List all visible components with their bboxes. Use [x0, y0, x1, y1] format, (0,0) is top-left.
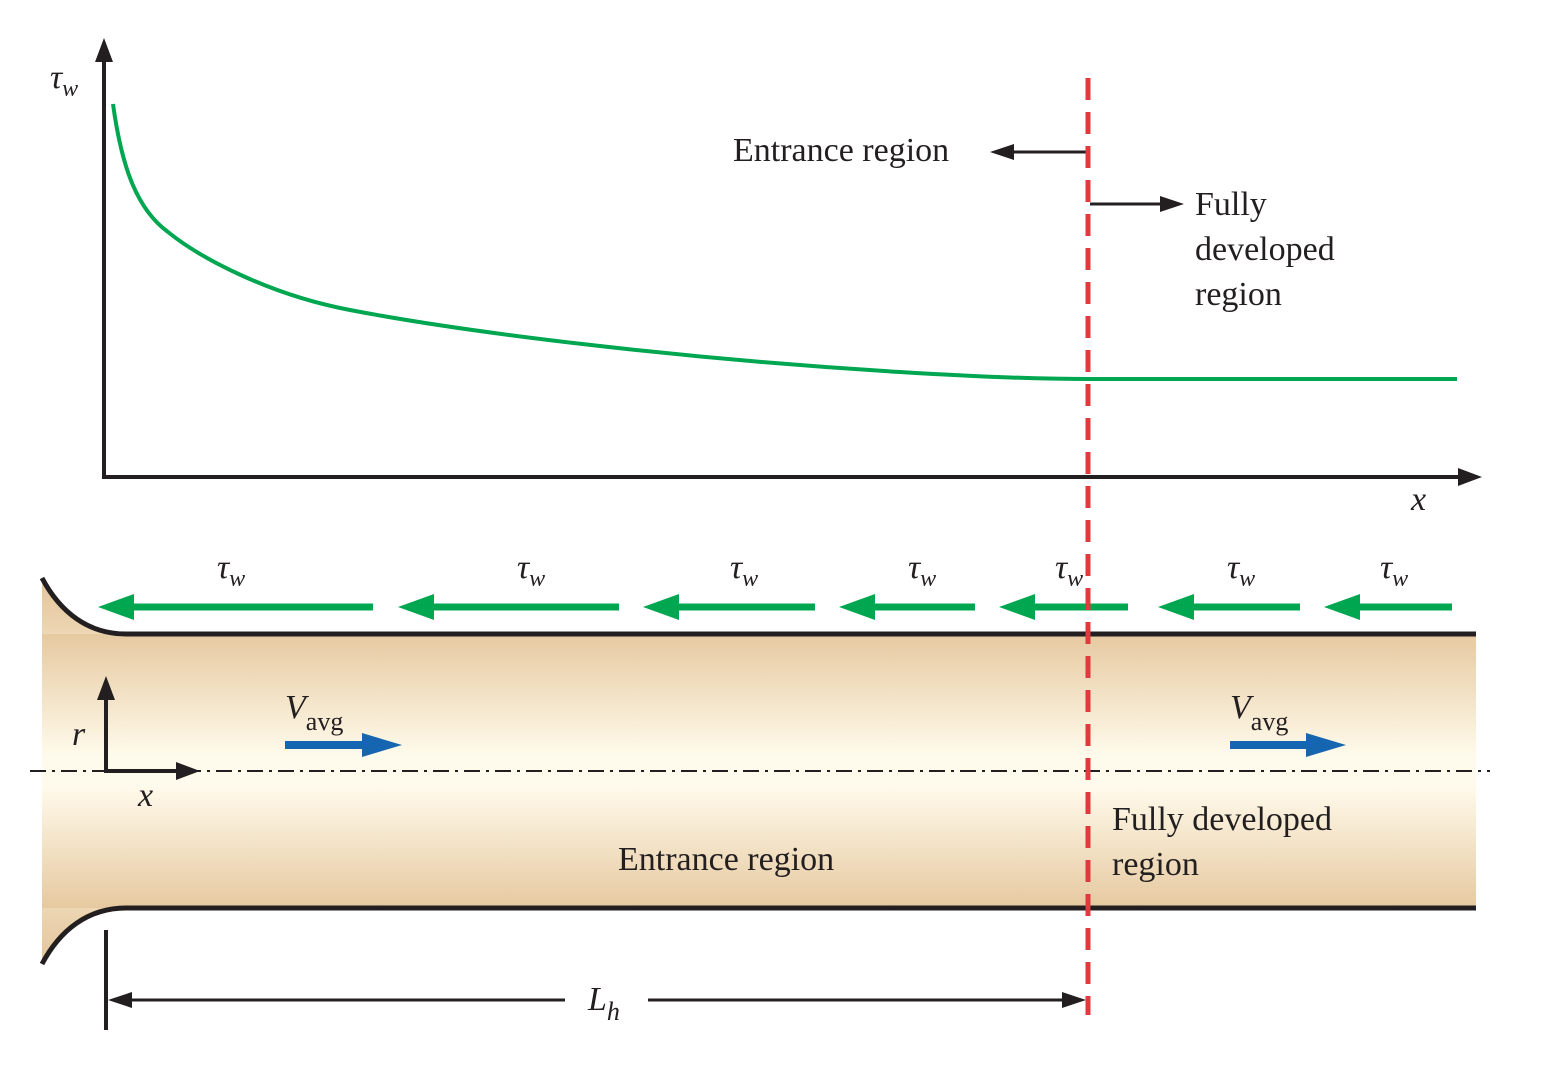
- wall-shear-arrows: [98, 594, 1452, 620]
- x-coord-arrowhead: [176, 762, 200, 780]
- wall-shear-plot: τw x Entrance region Fully developed reg…: [50, 38, 1482, 518]
- velocity-arrowhead-developed: [1306, 733, 1346, 757]
- wall-shear-arrowhead: [643, 594, 679, 620]
- wall-shear-arrowhead: [1158, 594, 1194, 620]
- wall-shear-labels: τw τw τw τw τw τw τw: [217, 549, 1408, 592]
- y-axis-arrowhead: [95, 38, 113, 62]
- entrance-region-label-pipe: Entrance region: [618, 841, 834, 878]
- wall-shear-label: τw: [908, 549, 936, 592]
- coordinate-axes: r x: [72, 676, 200, 814]
- r-axis-arrowhead: [97, 676, 115, 700]
- wall-shear-label: τw: [217, 549, 245, 592]
- entrance-region-label-top: Entrance region: [733, 132, 949, 169]
- pipe: [30, 576, 1490, 966]
- r-coordinate-label: r: [72, 716, 86, 753]
- wall-shear-label: τw: [1055, 549, 1083, 592]
- entrance-region-arrowhead-top: [990, 144, 1014, 160]
- wall-shear-arrowhead: [398, 594, 434, 620]
- pipe-wall-top: [39, 576, 1476, 637]
- pipe-wall-bottom: [39, 905, 1476, 966]
- entry-length-arrowhead-left: [108, 992, 132, 1008]
- wall-shear-curve: [111, 103, 1457, 381]
- y-axis-label: τw: [50, 59, 78, 102]
- wall-shear-label: τw: [1380, 549, 1408, 592]
- velocity-developed: Vavg: [1230, 689, 1346, 757]
- entry-length-dimension: Lh: [104, 930, 1086, 1030]
- fully-developed-arrowhead-top: [1160, 196, 1184, 212]
- x-axis-arrowhead: [1458, 468, 1482, 486]
- pipe-inlet-top: [42, 578, 126, 634]
- pipe-inlet-bottom: [42, 908, 126, 964]
- wall-shear-label: τw: [517, 549, 545, 592]
- fully-developed-label-pipe: Fully developed region: [1112, 801, 1341, 883]
- wall-shear-arrowhead: [839, 594, 875, 620]
- wall-shear-arrowhead: [999, 594, 1035, 620]
- x-coordinate-label: x: [137, 777, 153, 814]
- velocity-label-developed: Vavg: [1230, 689, 1288, 736]
- x-axis-label: x: [1410, 481, 1426, 518]
- entry-length-label: Lh: [587, 981, 620, 1026]
- entry-length-arrowhead-right: [1062, 992, 1086, 1008]
- wall-shear-arrowhead: [1324, 594, 1360, 620]
- fully-developed-label-top: Fully developed region: [1195, 186, 1343, 313]
- velocity-arrowhead-entrance: [362, 733, 402, 757]
- wall-shear-label: τw: [730, 549, 758, 592]
- wall-shear-arrowhead: [98, 594, 134, 620]
- wall-shear-label: τw: [1227, 549, 1255, 592]
